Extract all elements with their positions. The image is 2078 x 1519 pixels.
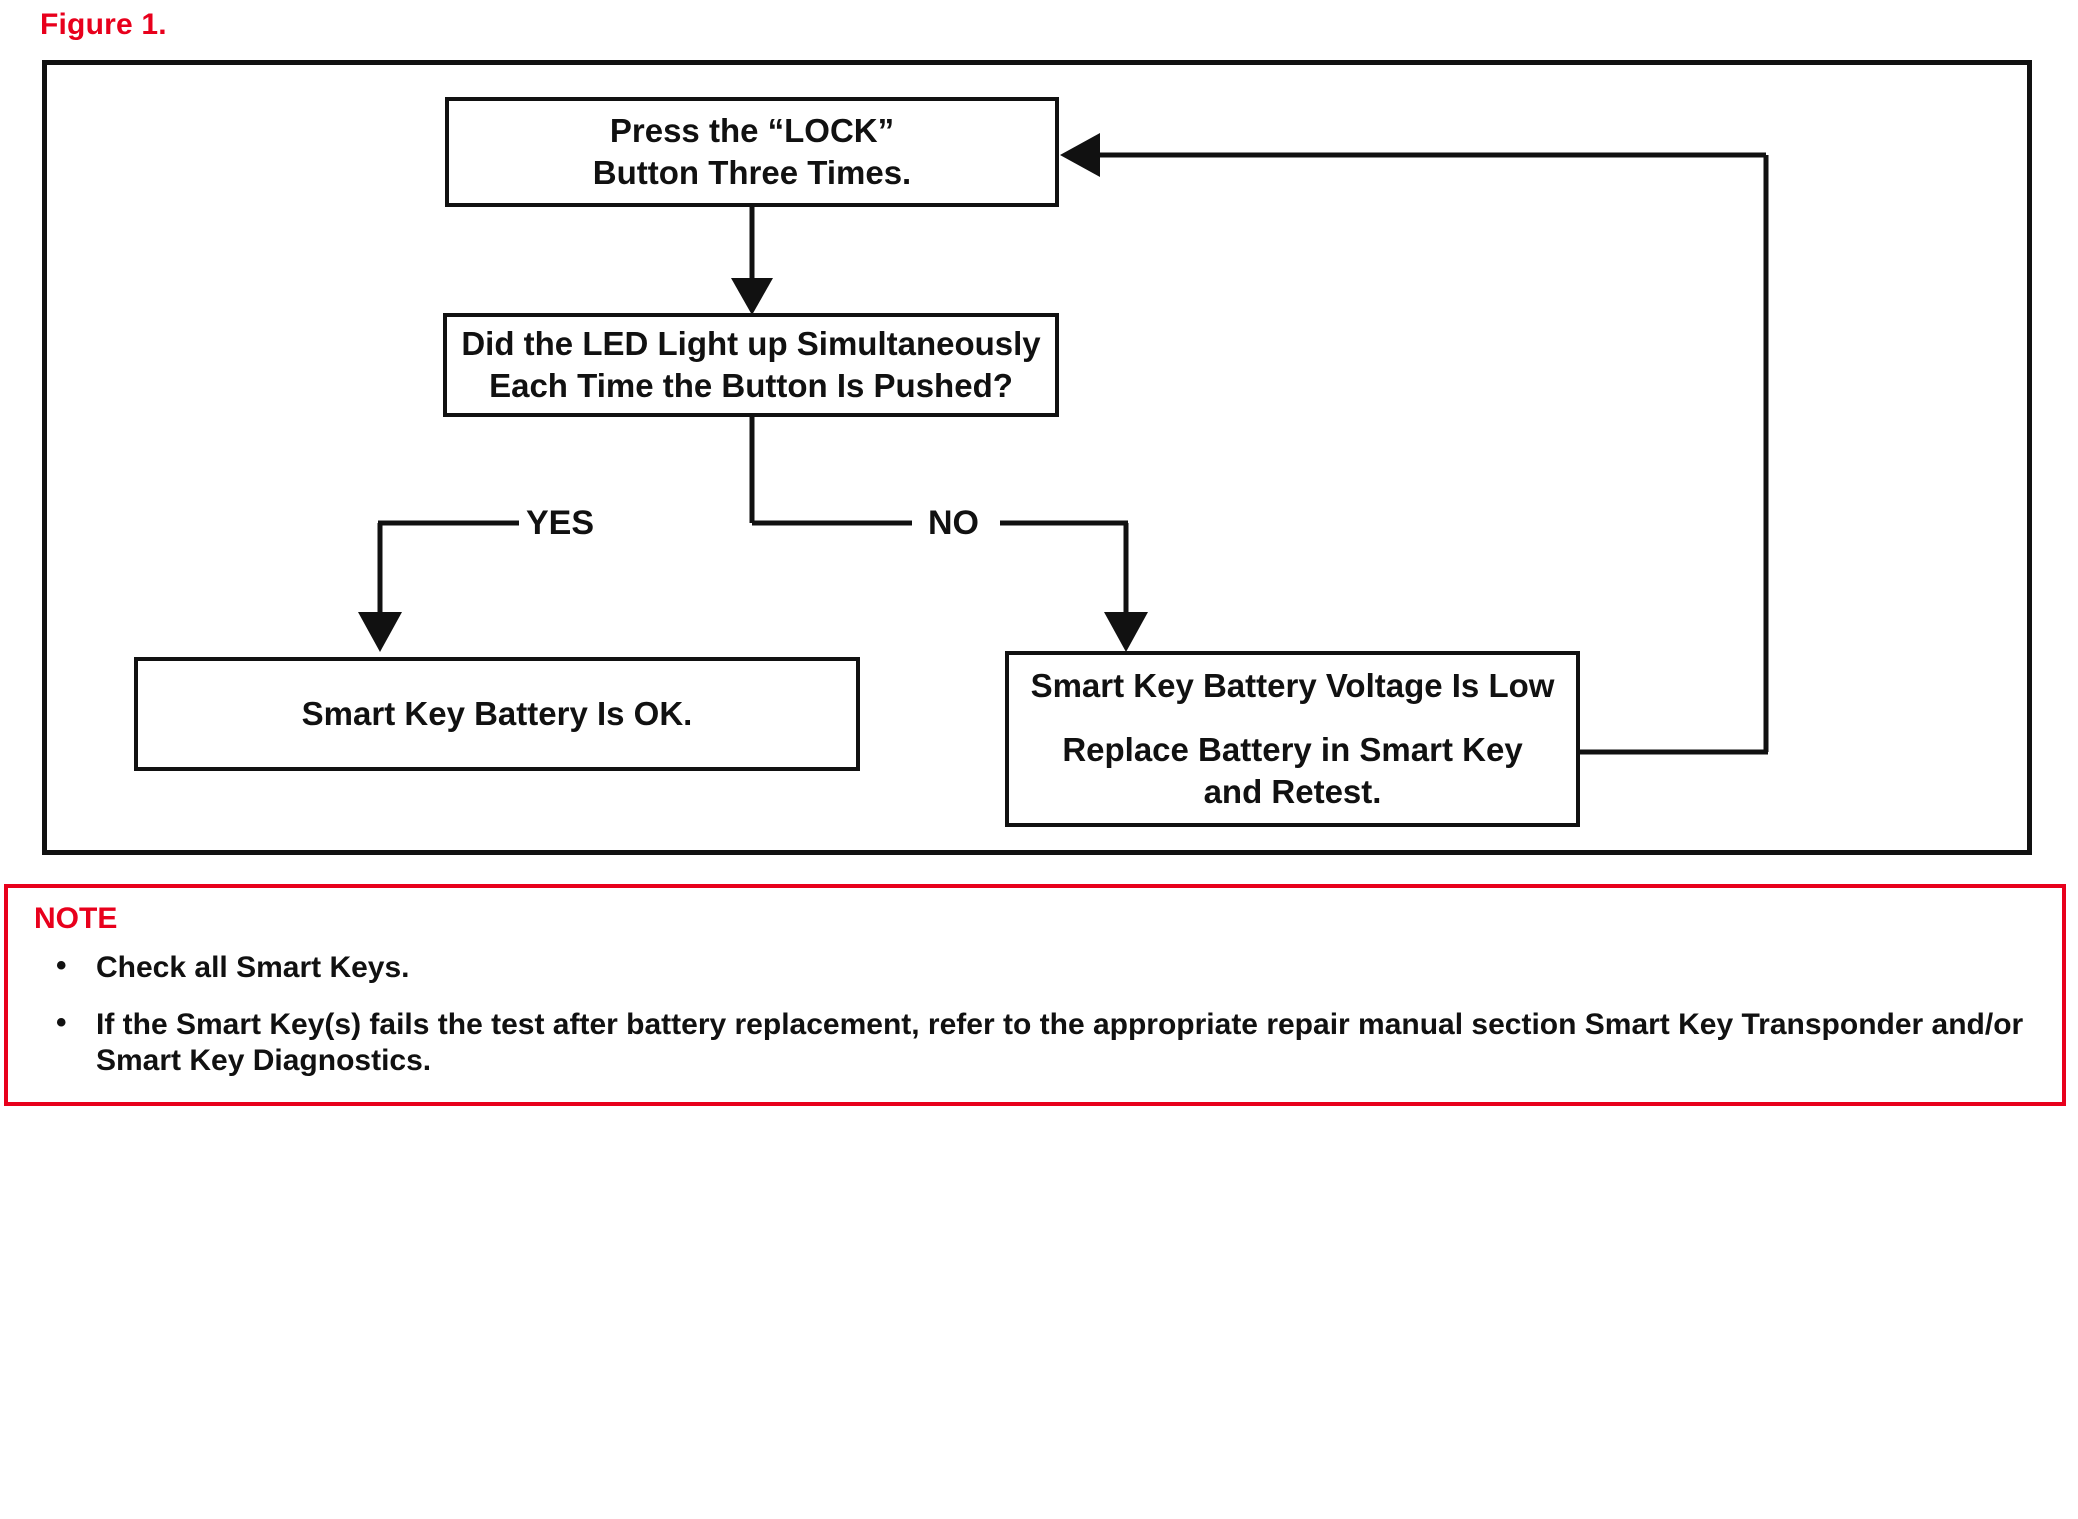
bullet-glyph: • [56,949,67,982]
flow-node-battery-ok: Smart Key Battery Is OK. [134,657,860,771]
flow-node-line: Smart Key Battery Is OK. [301,694,693,732]
note-item-text: If the Smart Key(s) fails the test after… [96,1007,2024,1078]
bullet-glyph: • [56,1005,67,1039]
note-item-text: Check all Smart Keys. [96,951,410,984]
flow-node-line: Replace Battery in Smart Key [1062,730,1523,768]
flow-node-line: Press the “LOCK” [609,111,895,149]
branch-label-yes: YES [519,506,602,540]
branch-label-no: NO [921,506,986,540]
note-list: • Check all Smart Keys. • If the Smart K… [38,949,2038,1100]
flow-node-line: Did the LED Light up Simultaneously [461,324,1041,362]
note-list-item: • Check all Smart Keys. [38,949,2038,987]
flow-node-line: and Retest. [1203,773,1382,811]
note-panel: NOTE • Check all Smart Keys. • If the Sm… [4,884,2066,1106]
flow-node-led-question: Did the LED Light up Simultaneously Each… [443,313,1059,417]
flow-node-line: Each Time the Button Is Pushed? [489,367,1013,404]
flow-node-line: Button Three Times. [592,154,912,191]
flow-node-battery-low: Smart Key Battery Voltage Is Low Replace… [1005,651,1580,827]
figure-caption: Figure 1. [40,8,167,41]
flow-node-press-lock: Press the “LOCK” Button Three Times. [445,97,1059,207]
note-title: NOTE [34,902,118,935]
note-list-item: • If the Smart Key(s) fails the test aft… [38,1005,2038,1080]
flow-node-line: Smart Key Battery Voltage Is Low [1030,666,1555,704]
